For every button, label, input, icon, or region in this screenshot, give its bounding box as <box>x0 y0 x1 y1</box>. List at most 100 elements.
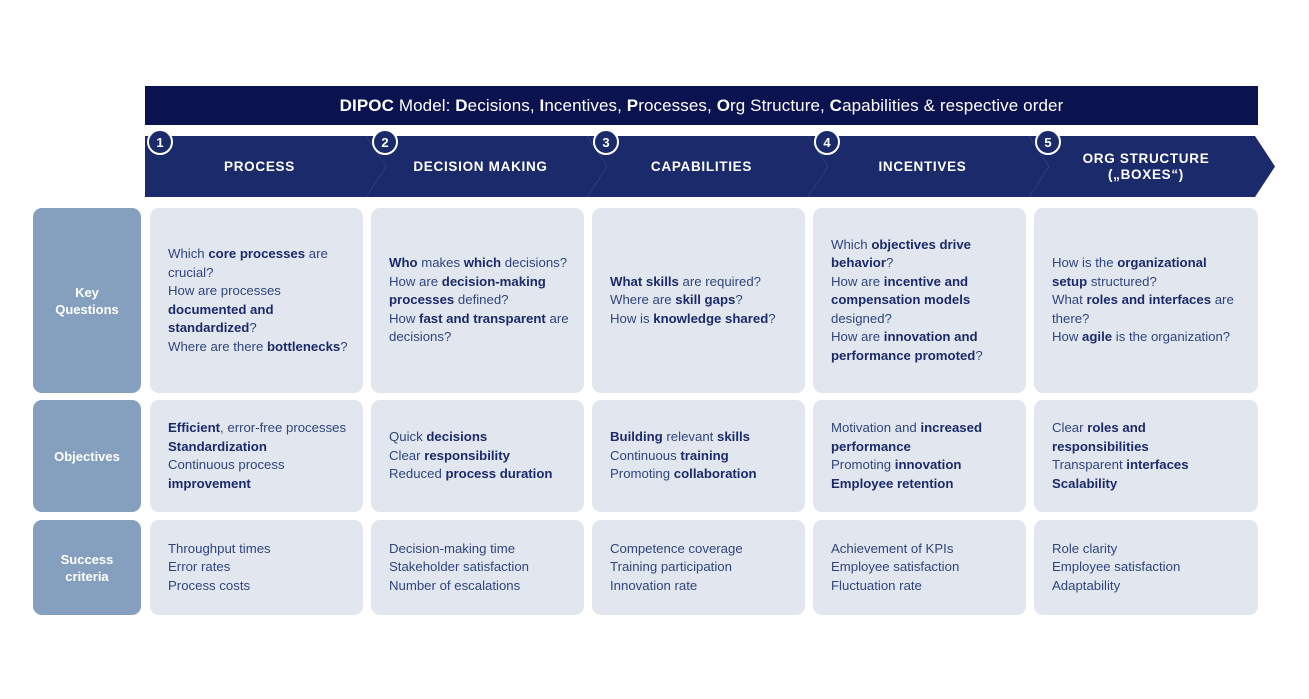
matrix-cell[interactable]: Which objectives drive behavior?How are … <box>813 208 1026 393</box>
cell-line: Transparent interfaces <box>1052 456 1244 475</box>
plain-text: are required? <box>678 273 761 289</box>
plain-text: makes <box>417 255 464 271</box>
plain-text: ? <box>249 320 257 335</box>
stage-label: ORG STRUCTURE(„BOXES“) <box>1083 151 1210 183</box>
plain-text: Where are <box>610 292 676 308</box>
plain-text: Decision-making time <box>389 540 516 556</box>
plain-text: Competence coverage <box>610 540 743 556</box>
plain-text: decisions? <box>501 255 568 271</box>
cell-line: What skills are required? <box>610 273 791 292</box>
emphasis-text: fast and transparent <box>419 310 546 326</box>
plain-text: Training participation <box>610 559 732 575</box>
emphasis-text: agile <box>1082 329 1113 345</box>
stage-label-line-2: („BOXES“) <box>1107 166 1185 182</box>
emphasis-text: innovation <box>894 457 962 472</box>
plain-text: Throughput times <box>168 540 271 556</box>
plain-text: ncentives, <box>544 95 627 115</box>
stage-chevron-incentives[interactable]: INCENTIVES <box>808 136 1049 197</box>
plain-text: defined? <box>454 292 509 308</box>
stage-number-badge-4: 4 <box>814 129 840 155</box>
matrix-cell[interactable]: What skills are required?Where are skill… <box>592 208 805 393</box>
plain-text: How is the <box>1052 255 1118 271</box>
stage-chevron-decision-making[interactable]: DECISION MAKING <box>366 136 607 197</box>
cell-line: Stakeholder satisfaction <box>389 558 570 577</box>
plain-text: Role clarity <box>1052 540 1118 556</box>
cell-line: How fast and transparent are decisions? <box>389 310 570 347</box>
plain-text: Achievement of KPIs <box>831 540 954 556</box>
stage-label-line-1: ORG STRUCTURE <box>1082 150 1210 166</box>
emphasis-text: C <box>829 95 843 115</box>
emphasis-text: bottlenecks <box>266 338 341 354</box>
plain-text: ? <box>768 310 776 326</box>
cell-line: How are innovation and performance promo… <box>831 328 1012 365</box>
cell-content: What skills are required?Where are skill… <box>592 273 805 329</box>
plain-text: ? <box>885 255 894 271</box>
plain-text: are there? <box>1052 292 1234 326</box>
emphasis-text: I <box>539 95 545 115</box>
emphasis-text: improvement <box>168 475 251 491</box>
plain-text: ? <box>975 347 983 363</box>
plain-text: Model: <box>394 95 456 115</box>
cell-line: How agile is the organization? <box>1052 328 1244 347</box>
plain-text: are decisions? <box>389 310 569 345</box>
row-label-line-2: criteria <box>65 568 109 584</box>
emphasis-text: objectives drive behavior <box>831 236 971 271</box>
plain-text: How are processes <box>168 283 281 298</box>
matrix-cell[interactable]: Which core processes are crucial?How are… <box>150 208 363 393</box>
stage-chevron-process[interactable]: PROCESS <box>145 136 386 197</box>
stage-chevron-org-structure-boxes[interactable]: ORG STRUCTURE(„BOXES“) <box>1029 136 1275 197</box>
emphasis-text: What skills <box>610 273 679 289</box>
plain-text: Number of escalations <box>389 577 521 593</box>
stage-label: CAPABILITIES <box>650 158 753 174</box>
plain-text: Stakeholder satisfaction <box>389 559 530 575</box>
plain-text: Continuous <box>610 447 681 463</box>
plain-text: Process costs <box>168 577 251 593</box>
plain-text: Reduced <box>389 466 446 482</box>
plain-text: designed? <box>831 310 892 326</box>
plain-text: rocesses, <box>638 95 717 115</box>
emphasis-text: P <box>626 95 639 115</box>
cell-content: Which core processes are crucial?How are… <box>150 245 363 356</box>
cell-line: How is knowledge shared? <box>610 310 791 329</box>
stage-chevron-capabilities[interactable]: CAPABILITIES <box>587 136 828 197</box>
emphasis-text: innovation and performance promoted <box>831 329 978 363</box>
matrix-cell[interactable]: Who makes which decisions?How are decisi… <box>371 208 584 393</box>
plain-text: Continuous process <box>168 457 285 472</box>
plain-text: is the organization? <box>1112 329 1231 345</box>
plain-text: How are <box>831 273 884 289</box>
emphasis-text: Building <box>610 429 663 445</box>
cell-line: Decision-making time <box>389 540 570 559</box>
emphasis-text: process duration <box>445 466 553 482</box>
cell-line: Number of escalations <box>389 577 570 596</box>
cell-line: Competence coverage <box>610 540 791 559</box>
emphasis-text: decision-making processes <box>389 273 546 308</box>
plain-text: Where are there <box>168 338 267 354</box>
plain-text: ? <box>340 338 348 354</box>
plain-text: Promoting <box>831 457 895 472</box>
cell-line: Throughput times <box>168 540 349 559</box>
plain-text: Employee satisfaction <box>1052 559 1181 575</box>
plain-text: How are <box>389 273 442 289</box>
stage-label: INCENTIVES <box>878 158 967 174</box>
emphasis-text: Standardization <box>168 438 267 454</box>
cell-line: Where are there bottlenecks? <box>168 338 349 357</box>
emphasis-text: incentive and compensation models <box>831 273 971 308</box>
matrix-cell[interactable]: How is the organizational setup structur… <box>1034 208 1258 393</box>
cell-line: What roles and interfaces are there? <box>1052 291 1244 328</box>
